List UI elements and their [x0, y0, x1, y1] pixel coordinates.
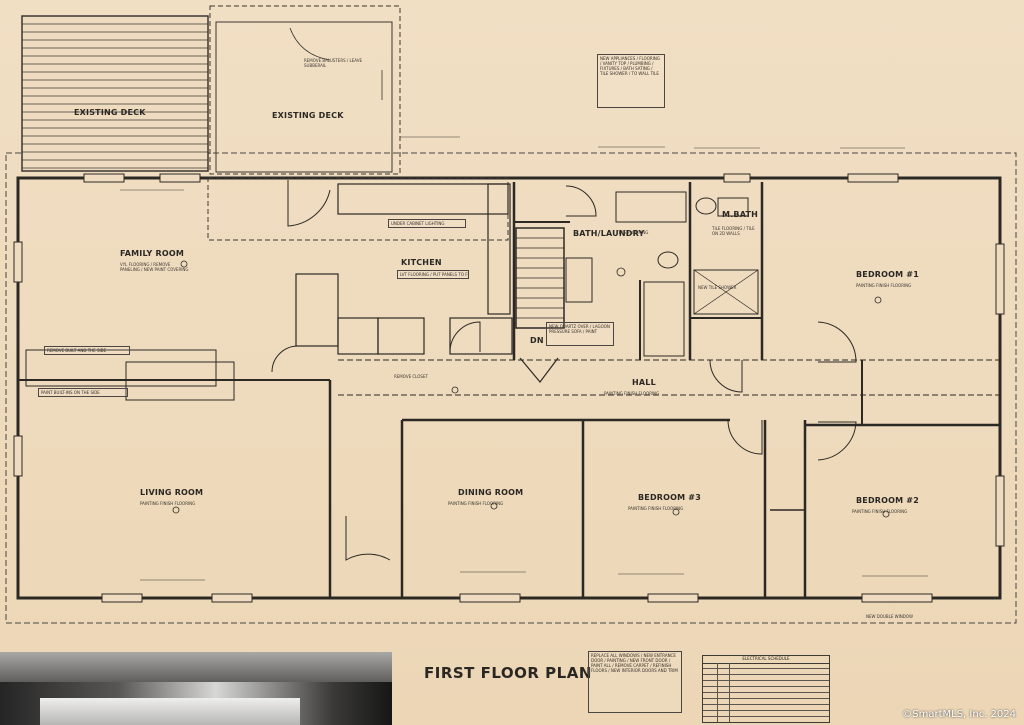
bedroom-1-label: BEDROOM #1: [856, 270, 919, 279]
interior-photo: [0, 652, 392, 725]
kitchen-label: KITCHEN: [401, 258, 442, 267]
deck-right-inner: [215, 21, 393, 173]
bedroom-2-finish-note: PAINTING FINISH FLOORING: [852, 509, 908, 514]
electrical-schedule-title: ELECTRICAL SCHEDULE: [703, 656, 829, 664]
table-row: [703, 675, 829, 681]
kitchen-flooring-note: LVT FLOORING / PUT PANELS TO FRAMING: [397, 270, 469, 279]
bedroom-1-finish-note: PAINTING FINISH FLOORING: [856, 283, 912, 288]
family-room-label: FAMILY ROOM: [120, 249, 185, 258]
remove-builtin-note: REMOVE BUILT AND THE SIDE: [44, 346, 130, 355]
dining-room-finish-note: PAINTING FINISH FLOORING: [448, 501, 504, 506]
table-row: [703, 711, 829, 717]
deck-left-outline: [21, 15, 209, 172]
table-row: [703, 687, 829, 693]
dining-room-label: DINING ROOM: [458, 488, 524, 497]
exterior-walls: [16, 176, 1002, 600]
m-bath-tile-note: TILE FLOORING / TILE ON 2D WALLS: [712, 226, 755, 236]
living-room-label: LIVING ROOM: [140, 488, 204, 497]
new-shower-note: NEW TILE SHOWER: [698, 285, 737, 290]
deck-right-outline: [209, 5, 401, 175]
bedroom-3-label: BEDROOM #3: [638, 493, 701, 502]
deck-hatching: [22, 23, 208, 169]
bedroom-2-label: BEDROOM #2: [856, 496, 919, 505]
existing-deck-left-label: EXISTING DECK: [74, 108, 146, 117]
living-room-finish-note: PAINTING FINISH FLOORING: [140, 501, 196, 506]
remove-balusters-note: REMOVE BALUSTERS / LEAVE SUBBERAIL: [304, 58, 363, 68]
electrical-schedule-table: ELECTRICAL SCHEDULE: [702, 655, 830, 723]
hall-finish-note: PAINTING FINISH FLOORING: [604, 391, 660, 396]
bath-upgrades-note: NEW APPLIANCES / FLOORING / VANITY TOP /…: [597, 54, 665, 108]
copyright-text: ©SmartMLS, Inc. 2024: [902, 709, 1016, 720]
quartz-note: NEW QUARTZ OVER / LAGOON PRESSURE SOFA /…: [546, 322, 614, 346]
bath-tile-note: TILE FLOORING: [618, 230, 649, 235]
plan-title: FIRST FLOOR PLAN: [424, 664, 592, 682]
general-notes-box: REPLACE ALL WINDOWS / NEW ENTRANCE DOOR …: [588, 651, 682, 713]
new-double-window-note: NEW DOUBLE WINDOW: [866, 614, 913, 619]
cabinet-lighting-note: UNDER CABINET LIGHTING: [388, 219, 466, 228]
m-bath-label: M.BATH: [722, 210, 759, 219]
paint-builtins-note: PAINT BUILT-INS ON THE SIDE: [38, 388, 128, 397]
table-row: [703, 663, 829, 669]
remove-closet-note: REMOVE CLOSET: [394, 374, 428, 379]
outline-dashed: [5, 152, 1017, 624]
bedroom-3-finish-note: PAINTING FINISH FLOORING: [628, 506, 684, 511]
family-room-note: VYL FLOORING / REMOVE PANELING / NEW PAI…: [120, 262, 189, 272]
bath-laundry-label: BATH/LAUNDRY: [573, 229, 645, 238]
table-row: [703, 681, 829, 687]
stair-down-label: DN: [530, 336, 544, 345]
table-row: [703, 699, 829, 705]
photo-ceiling: [0, 652, 392, 682]
table-row: [703, 669, 829, 675]
photo-floor: [40, 698, 300, 725]
hall-label: HALL: [632, 378, 656, 387]
table-row: [703, 693, 829, 699]
table-row: [703, 705, 829, 711]
existing-deck-right-label: EXISTING DECK: [272, 111, 344, 120]
